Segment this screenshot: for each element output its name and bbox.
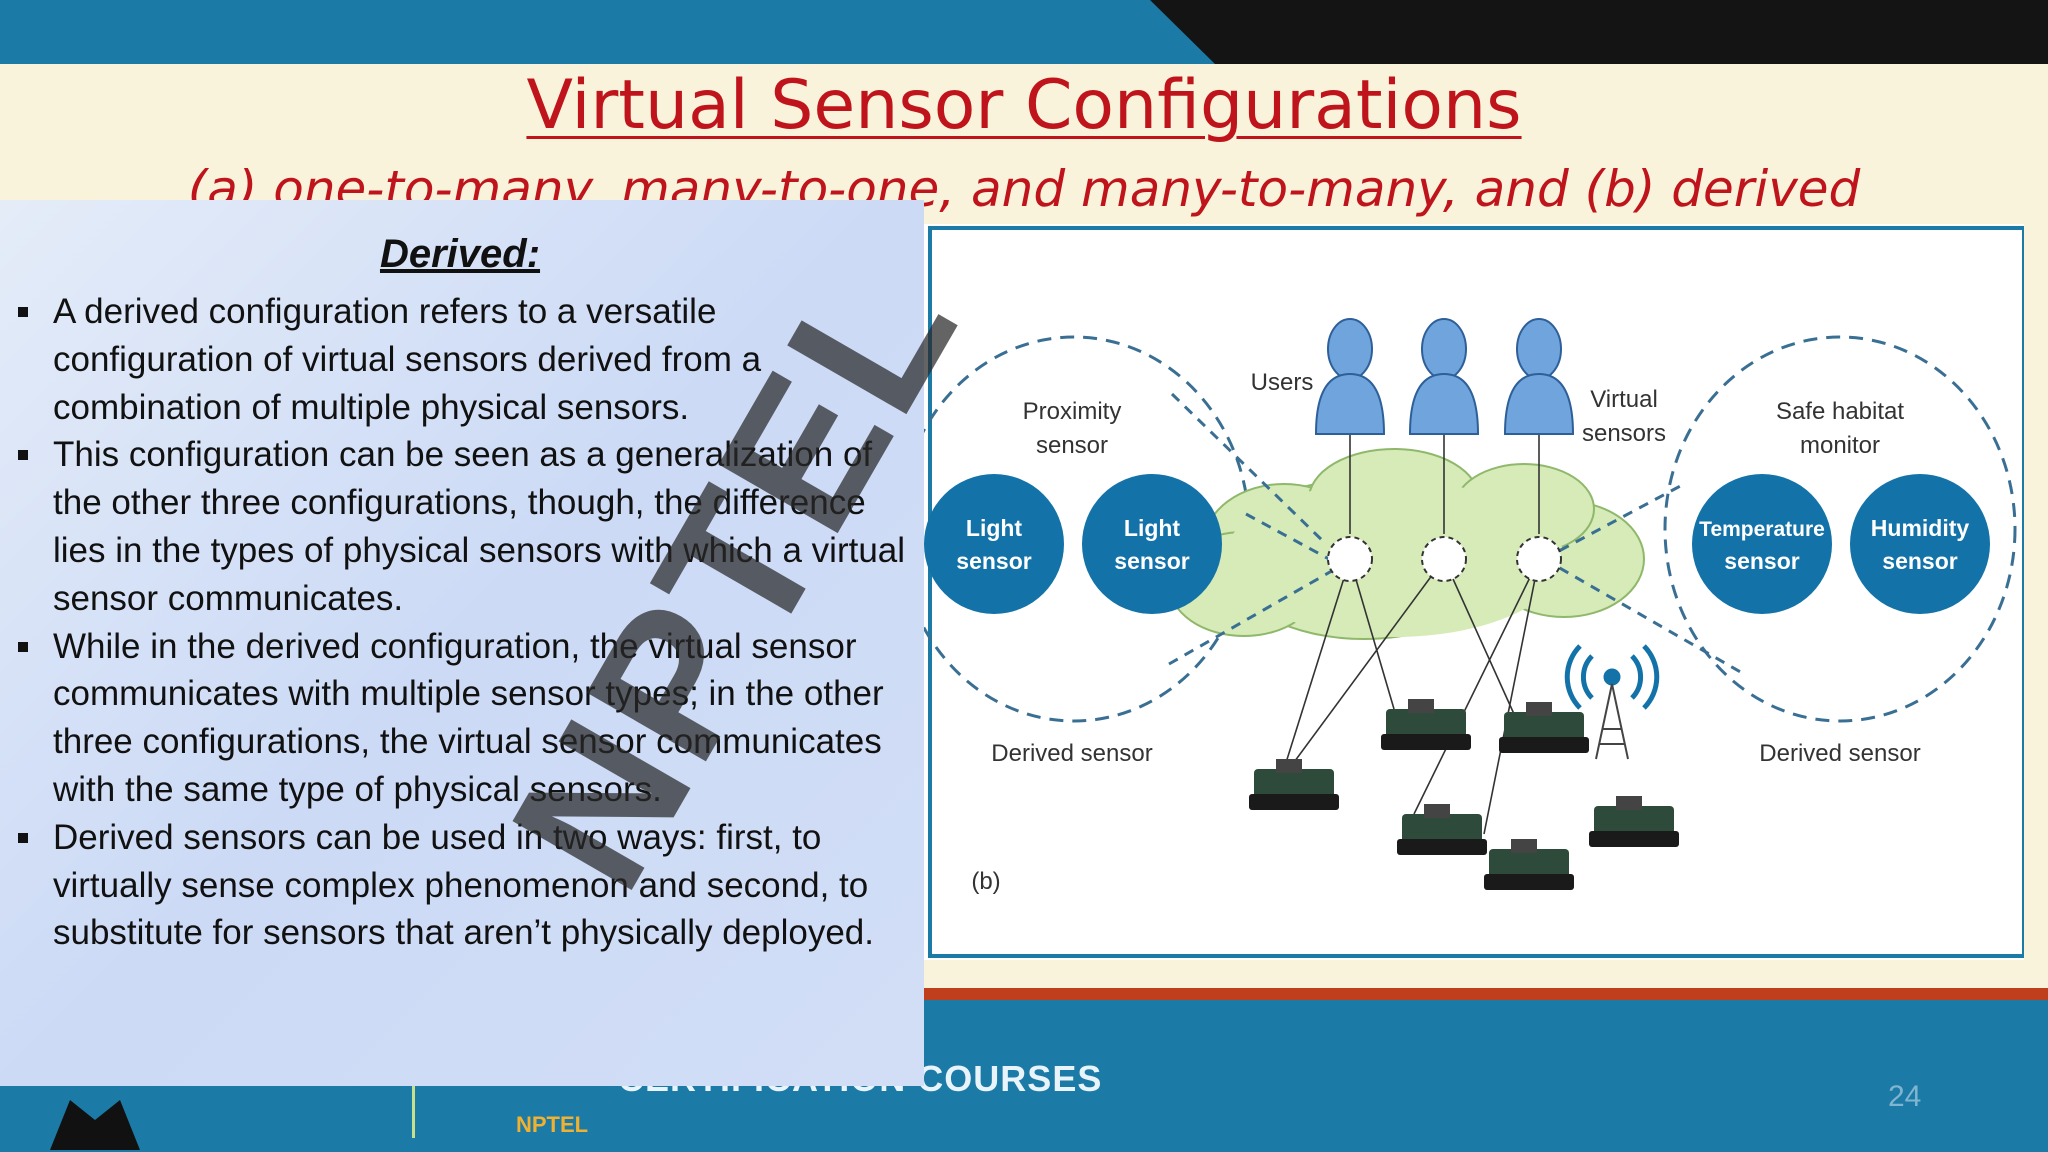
virtual-sensor-node	[1327, 536, 1373, 582]
user-icon	[1314, 318, 1386, 435]
link-line	[1245, 512, 1330, 561]
tower-icon	[1595, 683, 1629, 760]
footer-divider	[412, 1080, 415, 1138]
user-icon	[1408, 318, 1480, 435]
link-line	[1543, 557, 1745, 676]
light-sensor-label: sensor	[956, 548, 1031, 574]
humidity-sensor-label: Humidity	[1871, 515, 1970, 541]
light-sensor-circle	[1082, 474, 1222, 614]
physical-sensor-icon	[1484, 839, 1574, 890]
light-sensor-label: Light	[966, 515, 1023, 541]
temperature-sensor-circle	[1692, 474, 1832, 614]
panel-heading: Derived:	[379, 232, 541, 276]
virtual-sensor-node	[1516, 536, 1562, 582]
light-sensor-circle	[924, 474, 1064, 614]
users-label: Users	[1251, 369, 1314, 396]
link-line	[1543, 482, 1685, 561]
bullet-list: A derived configuration refers to a vers…	[18, 288, 918, 957]
institute-logo-icon	[50, 1100, 140, 1150]
humidity-sensor-circle	[1850, 474, 1990, 614]
virtual-sensors-label: sensors	[1582, 420, 1666, 447]
derived-sensor-label: Derived sensor	[1759, 740, 1920, 767]
temperature-sensor-label: Temperature	[1699, 518, 1825, 541]
habitat-monitor-label: Safe habitat	[1776, 398, 1904, 425]
humidity-sensor-label: sensor	[1882, 548, 1957, 574]
footer-nptel-logo-text: NPTEL	[516, 1112, 589, 1137]
physical-sensor-icon	[1499, 702, 1589, 753]
top-dark-band	[1150, 0, 2048, 64]
link-line	[1168, 562, 1345, 666]
page-number: 24	[1888, 1080, 1922, 1113]
derived-configuration-figure: Light sensor Light sensor Temperature se…	[924, 224, 2024, 960]
figure-panel-tag: (b)	[971, 868, 1000, 895]
habitat-monitor-label: monitor	[1800, 432, 1880, 459]
physical-sensor-icon	[1249, 759, 1339, 810]
sensor-connections	[1283, 558, 1540, 835]
physical-sensor-icon	[1397, 804, 1487, 855]
list-item: While in the derived configuration, the …	[18, 623, 918, 814]
footer-accent-line	[900, 988, 2048, 1000]
physical-sensor-icon	[1381, 699, 1471, 750]
slide-title: Virtual Sensor Configurations	[526, 66, 1522, 145]
virtual-sensor-node	[1421, 536, 1467, 582]
list-item: A derived configuration refers to a vers…	[18, 288, 918, 431]
user-icon	[1503, 318, 1575, 435]
antenna-icon	[1564, 644, 1660, 710]
light-sensor-label: Light	[1124, 515, 1181, 541]
physical-sensor-icon	[1589, 796, 1679, 847]
habitat-monitor-boundary	[1663, 335, 2017, 723]
user-connections	[1349, 434, 1540, 534]
list-item: Derived sensors can be used in two ways:…	[18, 814, 918, 957]
temperature-sensor-label: sensor	[1724, 548, 1799, 574]
figure-border	[928, 226, 2024, 958]
virtual-sensors-label: Virtual	[1590, 386, 1658, 413]
derived-text-panel	[0, 200, 924, 1086]
list-item: This configuration can be seen as a gene…	[18, 431, 918, 622]
light-sensor-label: sensor	[1114, 548, 1189, 574]
proximity-sensor-label: sensor	[1036, 432, 1108, 459]
proximity-sensor-label: Proximity	[1023, 398, 1122, 425]
derived-sensor-label: Derived sensor	[991, 740, 1152, 767]
